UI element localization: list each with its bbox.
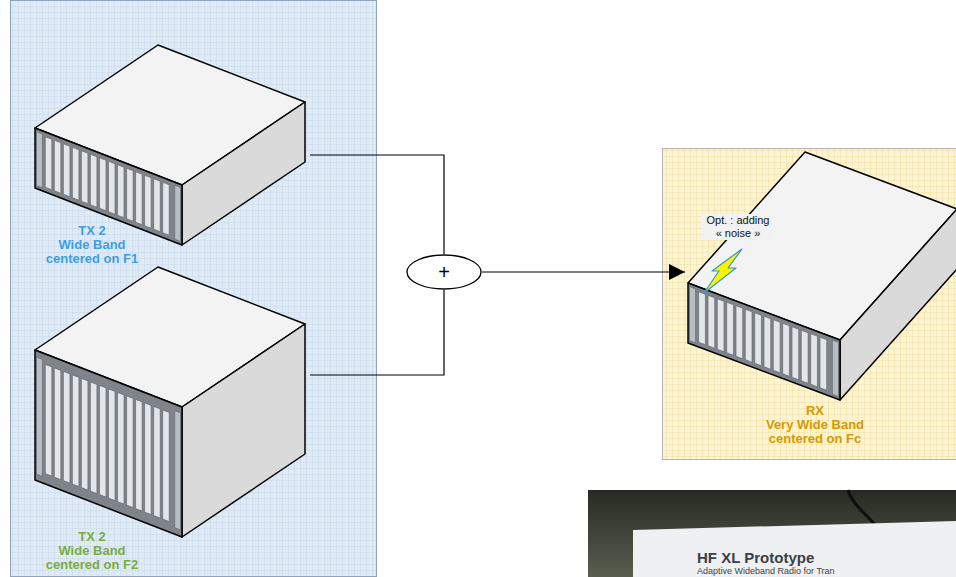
server-grille-slat [764,316,771,369]
sum-ellipse [407,255,481,289]
server-handle [832,340,838,396]
server-node: TX 2Wide Band centered on F1 [30,40,310,272]
server-grille-slat [127,396,134,508]
server-grille-slat [708,295,715,348]
server-grille-slat [773,320,780,373]
server-grille-slat [127,168,134,221]
server-node: RXVery Wide Band centered on Fc [685,148,956,455]
note-text: Opt. : adding « noise » [704,214,772,240]
label-box: HF XL Prototype [697,549,814,566]
server-handle [37,357,43,476]
label-box: Opt. : adding « noise » [702,214,774,240]
connector-line [310,155,444,254]
server-grille-slat [811,334,818,387]
server-grille-slat [792,327,799,380]
server-grille-slat [163,410,170,522]
server-grille-slat [100,158,107,211]
node-text: TX 2Wide Band centered on F2 [38,530,146,572]
server-side [182,102,305,245]
server-grille-slat [81,378,88,490]
node-text: + [406,254,482,290]
connector [310,155,444,254]
arrow-head [669,264,685,280]
tx-panel [11,1,377,577]
server-grille-slat [727,302,734,355]
server-grille-slat [783,323,790,376]
server-side [840,209,956,400]
server-grille-slat [109,161,116,214]
server-front [35,350,182,537]
tx-panel-grid [11,1,377,577]
connector-line [482,271,685,272]
server-grille-slat [154,179,161,232]
server-grille-slat [90,382,97,494]
server-grille-slat [54,140,61,193]
server-grille-slat [63,144,70,197]
node-outline [30,265,310,576]
node-body: Wide Band centered on F1 [38,238,146,266]
node-body: Wide Band centered on F2 [38,544,146,572]
connector-line [310,290,444,375]
label-box: Adaptive Wideband Radio for Tran [697,566,835,576]
server-grille-slat [699,292,706,345]
server-grille-slat [100,385,107,497]
server-grille-slat [145,175,152,228]
server-grille-slat [820,337,827,390]
server-grille-slat [163,182,170,235]
node-text: TX 2Wide Band centered on F1 [38,224,146,266]
server-grille-slat [136,399,143,511]
server-grille-slat [81,151,88,204]
server-grille-slat [54,368,61,480]
node-heading: TX 2 [38,530,146,544]
server-grille-slat [755,313,762,366]
photo-cable [848,490,878,528]
server-grille-slat [72,147,79,200]
server-handle [175,411,181,530]
rx-panel-grid [663,149,956,460]
server-grille-slat [145,403,152,515]
server-handle [175,185,181,241]
server-front [688,283,840,400]
server-grille-slat [72,375,79,487]
photo-subtitle: Adaptive Wideband Radio for Tran [697,566,835,576]
connector [482,264,685,280]
server-grille-slat [63,371,70,483]
photo-card [633,521,956,577]
server-grille-slat [136,172,143,225]
node-heading: RX [761,404,869,418]
prototype-photo [588,490,956,577]
server-grille-slat [45,137,52,190]
server-node: TX 2Wide Band centered on F2 [30,265,310,576]
server-side [182,324,305,537]
server-grille-slat [801,330,808,383]
noise-bolt [704,249,742,293]
server-grille-slat [154,406,161,518]
server-grille-slat [745,309,752,362]
node-body: Very Wide Band centered on Fc [761,418,869,446]
server-grille-slat [90,154,97,207]
rx-panel [663,149,956,460]
server-front [35,128,182,245]
server-grille-slat [45,364,52,476]
node-heading: + [438,261,450,283]
server-handle [37,132,43,188]
server-grille-slat [118,165,125,218]
connector [310,290,444,375]
server-handle [690,287,696,343]
server-grille-slat [109,389,116,501]
node-heading: TX 2 [38,224,146,238]
server-grille-slat [717,299,724,352]
server-grille-slat [118,392,125,504]
server-grille-slat [736,306,743,359]
node-text: RXVery Wide Band centered on Fc [761,404,869,446]
photo-title: HF XL Prototype [697,549,814,566]
sum-node: + [406,254,482,290]
